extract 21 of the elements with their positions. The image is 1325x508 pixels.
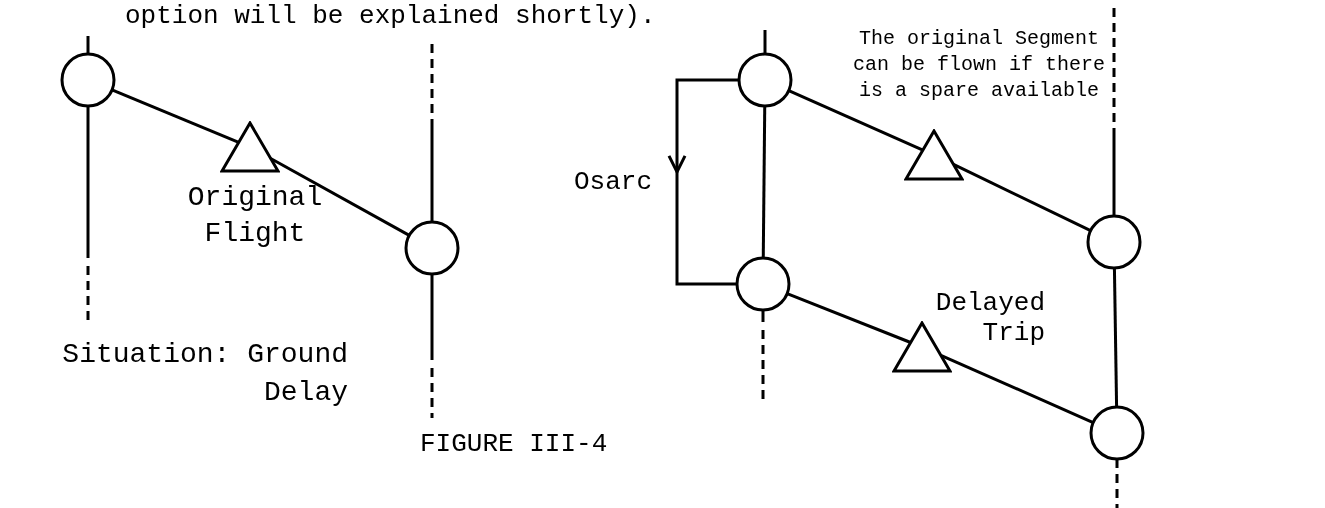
connector-line <box>1112 267 1119 408</box>
event-circle <box>404 220 460 276</box>
event-circle <box>1086 214 1142 270</box>
triangle-marker <box>892 321 952 373</box>
figure-caption: FIGURE III-4 <box>420 428 608 460</box>
edge-label: Osarc <box>574 166 652 198</box>
connector-line <box>786 292 912 344</box>
node-caption: Original Flight <box>186 181 324 251</box>
connector-line <box>111 88 240 144</box>
triangle-marker <box>904 129 964 181</box>
event-circle <box>737 52 793 108</box>
text-label: Situation: Ground Delay <box>61 338 348 410</box>
triangle-marker <box>220 121 280 173</box>
node-caption: Delayed Trip <box>934 288 1045 348</box>
event-circle <box>60 52 116 108</box>
event-circle <box>735 256 791 312</box>
node-caption: The original Segment can be flown if there is a spare available <box>851 26 1106 104</box>
text-label: option will be explained shortly). <box>125 0 656 32</box>
event-circle <box>1089 405 1145 461</box>
connector-line <box>788 89 924 152</box>
connector-line <box>761 106 767 258</box>
